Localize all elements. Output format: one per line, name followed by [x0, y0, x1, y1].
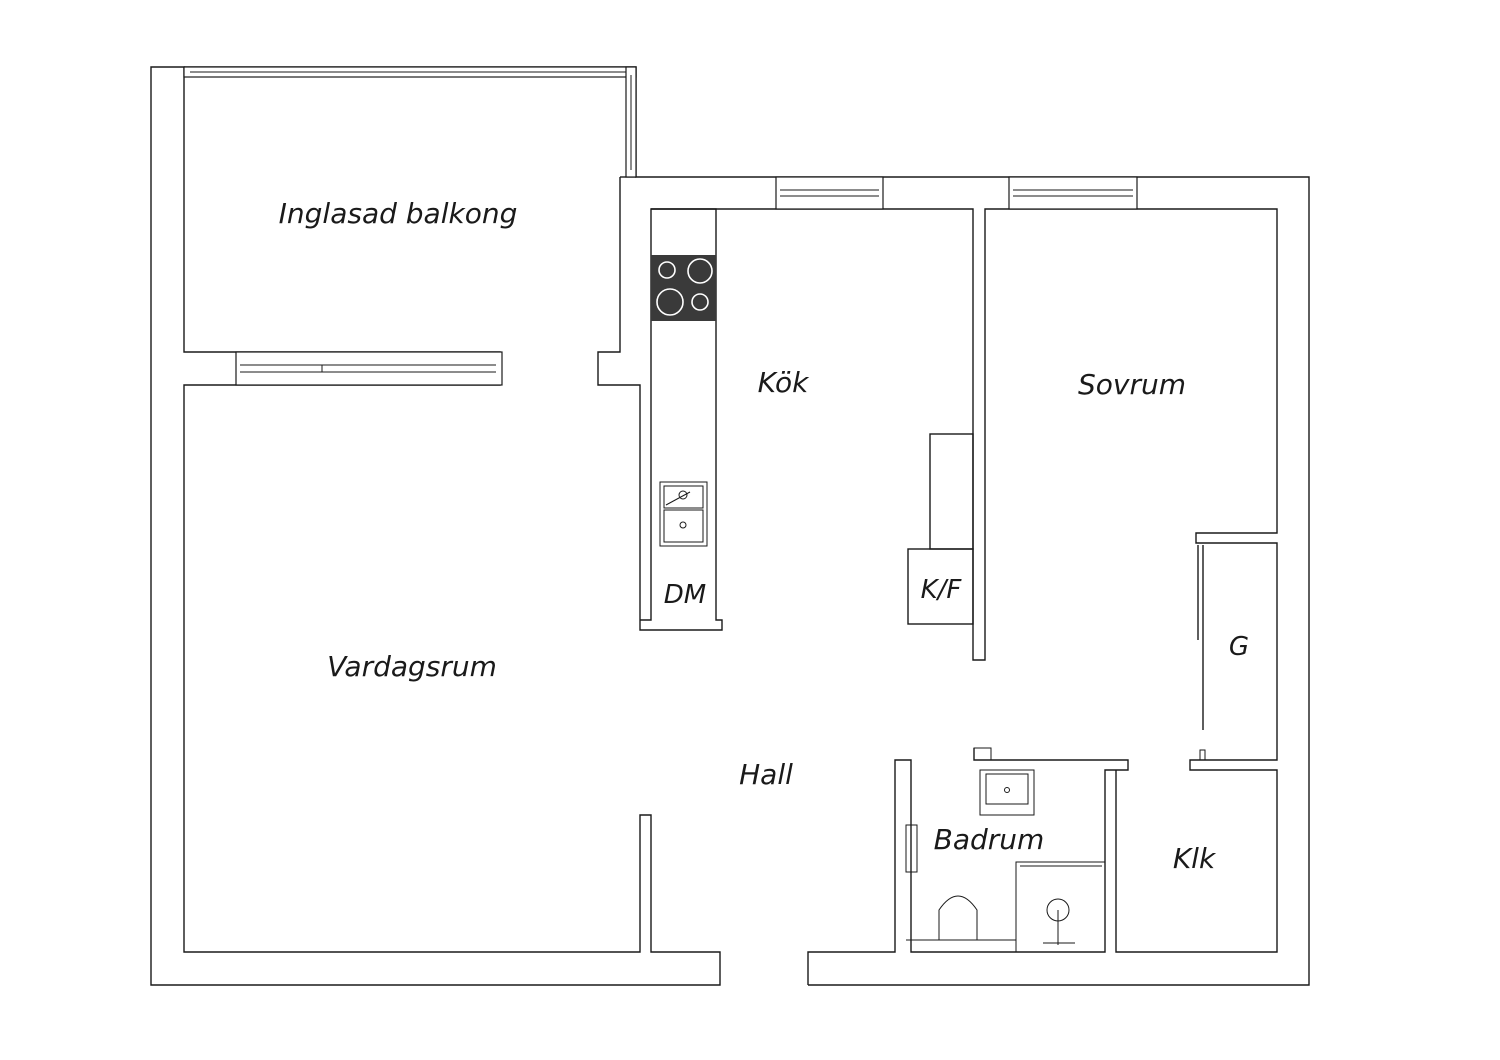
label-vardagsrum: Vardagsrum: [327, 650, 497, 683]
room-labels: Inglasad balkong Kök Sovrum Vardagsrum H…: [279, 197, 1249, 875]
label-kok: Kök: [758, 366, 810, 399]
kitchen-fixtures: [651, 255, 974, 625]
label-klk: Klk: [1173, 842, 1217, 875]
label-badrum: Badrum: [934, 823, 1045, 856]
label-dm: DM: [664, 580, 706, 610]
stove-icon: [651, 255, 716, 321]
outer-walls: [150, 66, 1310, 986]
label-sovrum: Sovrum: [1078, 368, 1186, 401]
wardrobe: [1197, 545, 1206, 761]
balcony-glazing: [183, 66, 637, 178]
fridge-box: [929, 433, 974, 550]
sink-icon: [659, 481, 708, 547]
label-hall: Hall: [739, 758, 793, 791]
label-kf: K/F: [921, 575, 963, 605]
label-g: G: [1229, 632, 1249, 662]
kf-box: [907, 548, 974, 625]
bathroom-fixtures: [905, 747, 1106, 953]
windows: [235, 176, 1138, 386]
toilet-icon: [938, 895, 978, 941]
label-balkong: Inglasad balkong: [279, 197, 518, 230]
